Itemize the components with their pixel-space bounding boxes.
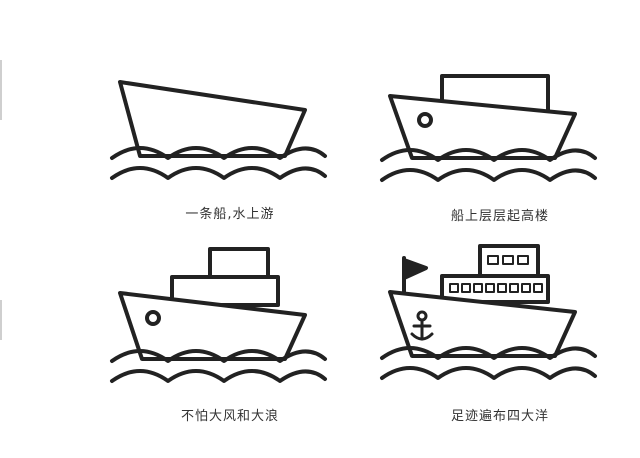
step-4-boat-drawing [380,244,597,380]
window [533,283,543,293]
upper-cabin-block [208,247,270,281]
wave-line [380,148,597,162]
boat-hull [118,80,307,158]
wave-line [380,346,597,360]
cabin-block [170,275,280,307]
window [461,283,471,293]
step-3-boat-drawing [110,247,327,383]
step-2-panel: 船上层层起高楼 [370,70,630,270]
window [473,283,483,293]
window [497,283,507,293]
anchor-icon [410,310,434,341]
wave-line [110,166,327,180]
window [487,255,499,265]
step-3-caption: 不怕大风和大浪 [180,409,279,424]
window [509,283,519,293]
window [521,283,531,293]
window [502,255,514,265]
wave-line [110,349,327,363]
wave-line [380,168,597,182]
window [517,255,529,265]
window [449,283,459,293]
step-1-panel: 一条船,水上游 [100,70,360,270]
wave-line [380,366,597,380]
flag-icon [402,256,428,296]
step-3-panel: 不怕大风和大浪 [100,245,360,445]
wave-line [110,369,327,383]
step-4-panel: 足迹遍布四大洋 [370,240,630,440]
step-1-boat-drawing [110,80,327,180]
step-2-caption: 船上层层起高楼 [450,209,549,224]
step-4-caption: 足迹遍布四大洋 [450,409,549,424]
porthole-icon [145,310,161,326]
left-edge-mark [0,300,2,340]
left-edge-mark [0,60,2,120]
step-1-caption: 一条船,水上游 [185,207,275,222]
wave-line [110,146,327,160]
step-2-boat-drawing [380,74,597,182]
window [485,283,495,293]
porthole-icon [417,112,433,128]
